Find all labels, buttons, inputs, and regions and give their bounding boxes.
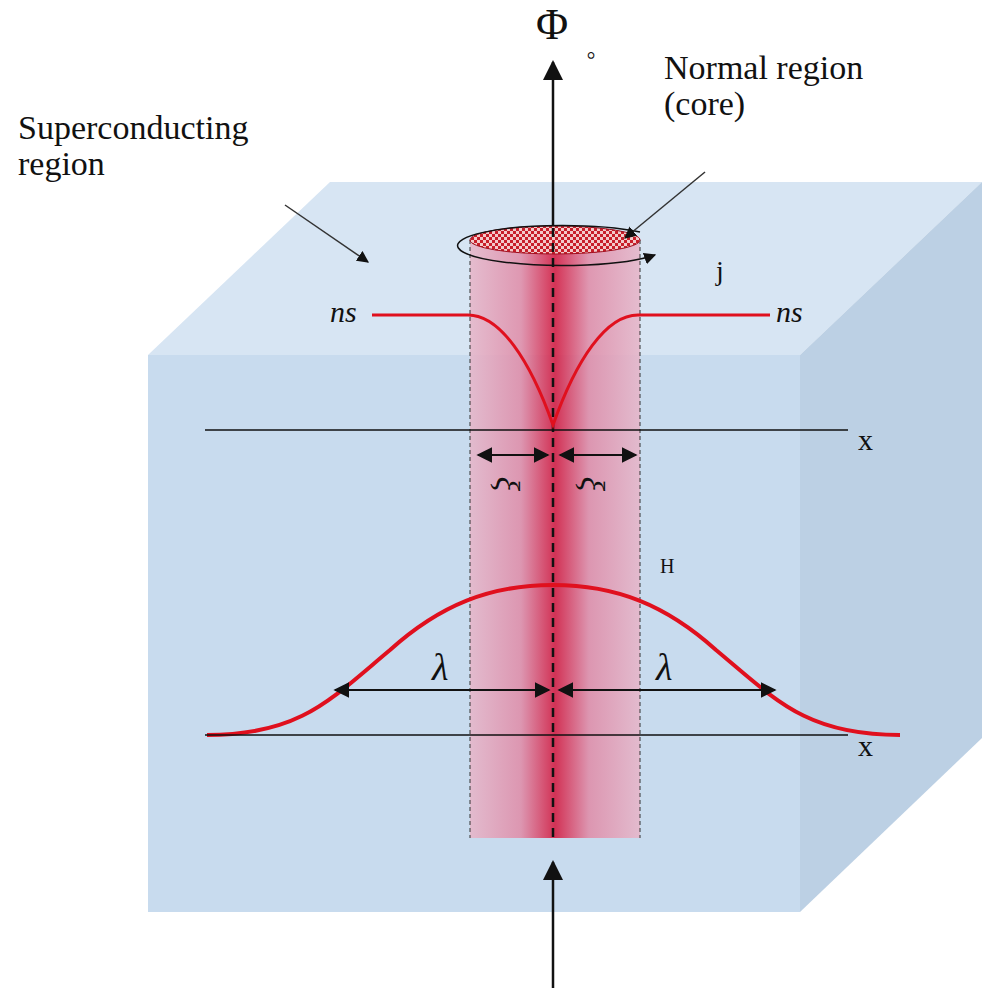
flux-symbol: Φ bbox=[536, 2, 568, 48]
density-label: ns bbox=[776, 296, 803, 328]
length-label: ξ bbox=[574, 477, 610, 492]
leader-line bbox=[625, 172, 705, 238]
flux-subscript: ◦ bbox=[586, 40, 596, 69]
leader-line bbox=[285, 205, 368, 262]
length-label: λ bbox=[656, 648, 672, 688]
vortex-cylinder bbox=[470, 240, 640, 838]
length-label: ξ bbox=[489, 477, 525, 492]
callout-label: Superconducting region bbox=[18, 110, 308, 181]
block-side bbox=[800, 182, 982, 912]
current-label: j bbox=[716, 256, 724, 285]
length-label: λ bbox=[432, 648, 448, 688]
ns-curve bbox=[372, 315, 770, 425]
field-label: H bbox=[660, 556, 674, 577]
field-curve bbox=[207, 585, 900, 735]
axis-label: x bbox=[858, 424, 873, 456]
density-label: ns bbox=[330, 296, 357, 328]
callout-label: Normal region (core) bbox=[664, 50, 894, 121]
axis-label: x bbox=[858, 730, 873, 762]
flux-arrow bbox=[552, 62, 555, 226]
current-loop bbox=[458, 226, 655, 266]
